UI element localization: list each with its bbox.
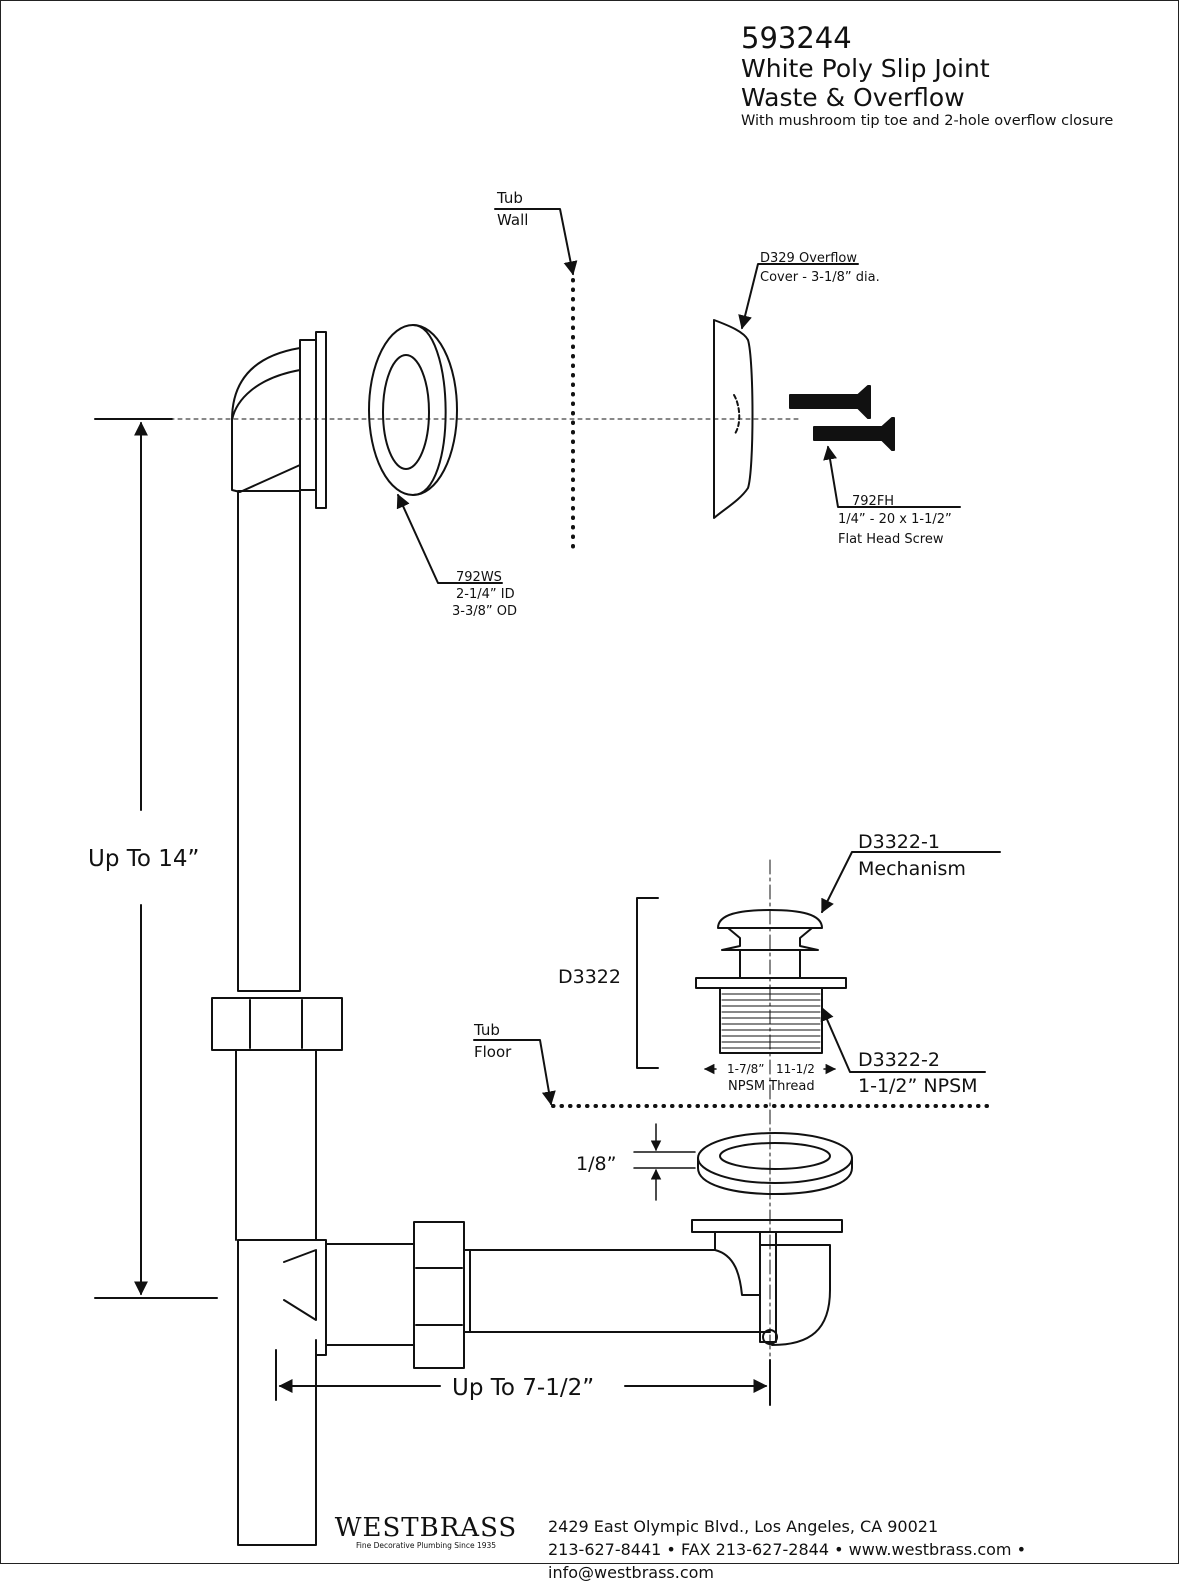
overflow-cover-label-1: D329 Overflow: [760, 251, 857, 266]
overflow-cover: [713, 319, 754, 519]
washer-leader: [396, 493, 503, 584]
title-line-2: Waste & Overflow: [741, 83, 965, 113]
washer-label-3: 3-3/8” OD: [452, 604, 517, 619]
washer-label-2: 2-1/4” ID: [456, 587, 515, 602]
screw-lower: [813, 417, 895, 451]
washer-label-1: 792WS: [456, 570, 502, 585]
tub-floor-leader: [473, 1039, 556, 1106]
drain-mechanism: [695, 909, 847, 1054]
thread-right-label: 11-1/2: [776, 1062, 815, 1076]
drain-shoe: [691, 1219, 843, 1346]
subtitle: With mushroom tip toe and 2-hole overflo…: [741, 112, 1114, 129]
part-number: 593244: [741, 21, 852, 55]
body-label-1: D3322-2: [858, 1049, 940, 1071]
overflow-elbow: [231, 331, 327, 509]
mechanism-label-1: D3322-1: [858, 831, 940, 853]
horizontal-waste-pipe: [463, 1249, 771, 1333]
tub-floor-label-1: Tub: [473, 1021, 500, 1039]
footer-address-block: 2429 East Olympic Blvd., Los Angeles, CA…: [548, 1515, 1179, 1584]
length-dim-label: Up To 7-1/2”: [452, 1375, 594, 1401]
screw-label-2: 1/4” - 20 x 1-1/2”: [838, 512, 952, 527]
vertical-tailpiece: [237, 490, 301, 992]
body-label-2: 1-1/2” NPSM: [858, 1075, 978, 1097]
tub-wall-label-1: Tub: [496, 189, 523, 207]
screw-label-3: Flat Head Screw: [838, 532, 944, 547]
thread-note-label: NPSM Thread: [728, 1079, 815, 1094]
tub-wall-leader: [494, 208, 578, 276]
brand-tagline: Fine Decorative Plumbing Since 1935: [355, 1541, 497, 1550]
slip-nut-lower: [413, 1221, 465, 1369]
gasket-dim-label: 1/8”: [576, 1153, 616, 1175]
assembly-bracket: [636, 897, 659, 1069]
footer-address: 2429 East Olympic Blvd., Los Angeles, CA…: [548, 1517, 939, 1536]
overflow-cover-label-2: Cover - 3-1/8” dia.: [760, 270, 880, 285]
title-line-1: White Poly Slip Joint: [741, 54, 990, 84]
slip-nut-upper: [211, 997, 343, 1051]
waste-tee: [237, 1239, 415, 1356]
screw-leader: [823, 445, 961, 508]
vertical-pipe-lower: [235, 1049, 317, 1546]
mechanism-leader: [821, 851, 1001, 914]
thread-left-label: 1-7/8”: [727, 1062, 765, 1076]
footer-contact: 213-627-8441 • FAX 213-627-2844 • www.we…: [548, 1540, 1027, 1582]
westbrass-logo: WESTBRASS Fine Decorative Plumbing Since…: [326, 1513, 526, 1550]
header: 593244 White Poly Slip Joint Waste & Ove…: [741, 21, 1114, 130]
assembly-label: D3322: [558, 966, 621, 988]
height-dim-label: Up To 14”: [88, 846, 199, 872]
mechanism-label-2: Mechanism: [858, 858, 966, 880]
overflow-cover-leader: [738, 263, 859, 330]
screw-label-1: 792FH: [852, 494, 894, 509]
body-leader: [820, 1006, 986, 1073]
brand-name: WESTBRASS: [334, 1513, 518, 1543]
overflow-gasket: [368, 324, 458, 496]
drain-gasket: [697, 1132, 853, 1195]
screw-upper: [789, 385, 871, 419]
tub-floor-label-2: Floor: [474, 1043, 512, 1061]
tub-wall-label-2: Wall: [497, 211, 528, 229]
